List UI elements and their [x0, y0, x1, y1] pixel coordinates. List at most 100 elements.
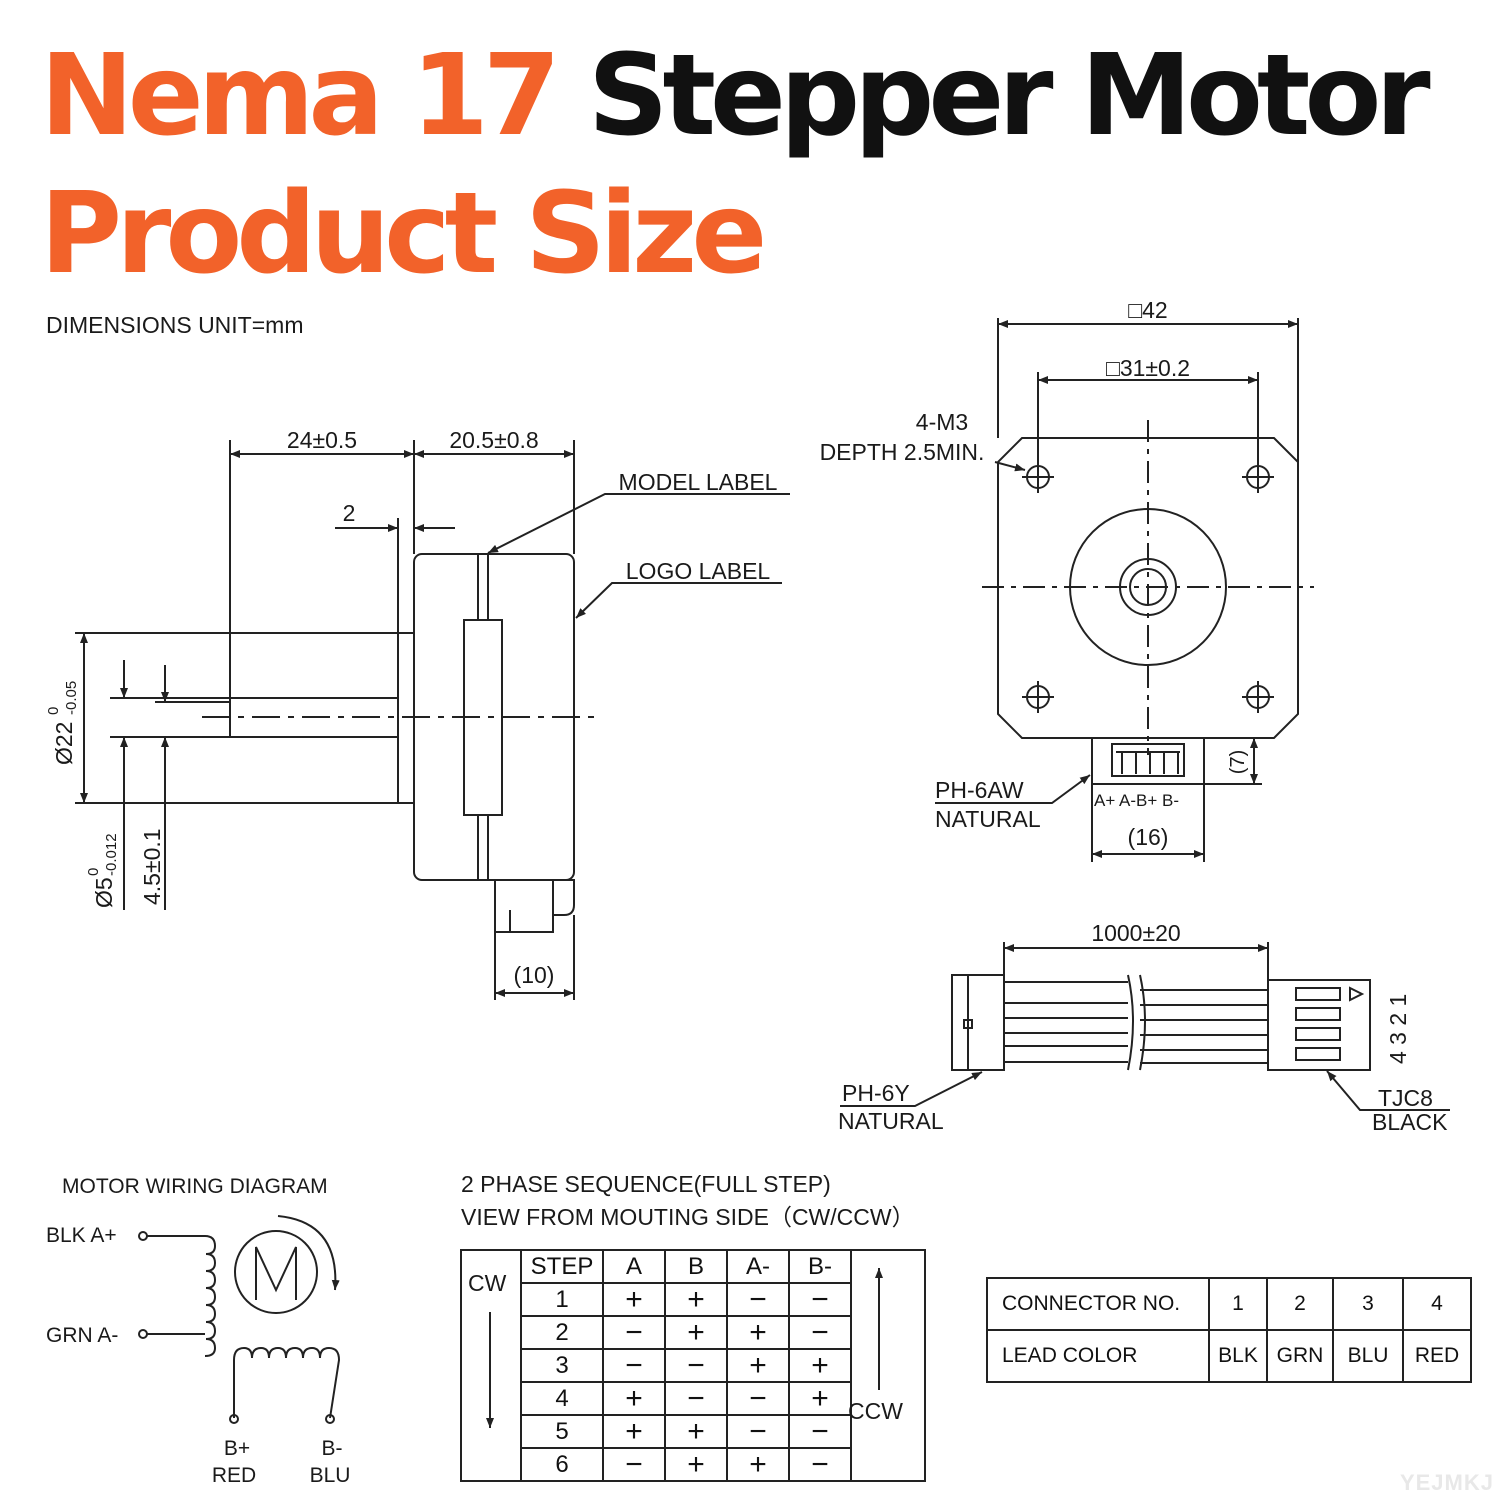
ccw-label: CCW [848, 1398, 903, 1424]
seq-header: B [664, 1249, 728, 1284]
wire-blk: BLK A+ [46, 1224, 117, 1247]
seq-phase-value: + [726, 1348, 790, 1383]
seq-header: B- [788, 1249, 852, 1284]
title-product-size: Product Size [40, 169, 767, 299]
seq-phase-value: − [602, 1447, 666, 1482]
seq-phase-value: − [726, 1282, 790, 1317]
left-connector-type: PH-6Y [842, 1080, 910, 1106]
mounting-holes [1022, 461, 1274, 713]
holes-note-2: DEPTH 2.5MIN. [820, 439, 985, 465]
side-view [75, 440, 790, 1000]
seq-phase-value: + [726, 1315, 790, 1350]
dim-boss-diameter-tol-lower: -0.05 [63, 681, 80, 715]
dim-connector-height: (7) [1227, 750, 1249, 774]
dim-shaft-length: 24±0.5 [287, 427, 357, 453]
seq-row: 3−−++ [461, 1348, 925, 1383]
wiring-title: MOTOR WIRING DIAGRAM [62, 1175, 328, 1198]
right-connector-type: TJC8 [1378, 1085, 1433, 1111]
title-line-1: Nema 17 Stepper Motor [40, 40, 1431, 152]
connector-number: 1 [1208, 1277, 1268, 1331]
seq-step-number: 1 [520, 1282, 604, 1317]
dim-boss-diameter: Ø22 [51, 722, 77, 765]
dim-shaft-diameter-group: Ø5 0 -0.012 [85, 833, 120, 908]
seq-row: 1++−− [461, 1282, 925, 1317]
dim-boss-diameter-tol-upper: 0 [45, 707, 62, 715]
lead-color: RED [1402, 1329, 1472, 1383]
seq-step-number: 5 [520, 1414, 604, 1449]
wire-b-minus-color: BLU [310, 1464, 351, 1487]
seq-phase-value: − [664, 1348, 728, 1383]
seq-step-number: 3 [520, 1348, 604, 1383]
dim-body-square: □42 [1128, 297, 1167, 323]
seq-phase-value: − [664, 1381, 728, 1416]
right-connector-color: BLACK [1372, 1109, 1448, 1135]
conn-row-label: CONNECTOR NO. [986, 1277, 1210, 1331]
connector-number: 4 [1402, 1277, 1472, 1331]
ccw-column [850, 1249, 926, 1482]
dim-connector: (10) [514, 962, 555, 988]
dim-flat: 4.5±0.1 [139, 828, 165, 905]
connector-type: PH-6AW [935, 777, 1024, 803]
dim-boss-diameter-group: Ø22 0 -0.05 [45, 681, 80, 765]
label-logo: LOGO LABEL [626, 558, 771, 584]
cable-assembly [840, 942, 1450, 1111]
seq-phase-value: + [726, 1447, 790, 1482]
connector-color: NATURAL [935, 806, 1041, 832]
seq-header: STEP [520, 1249, 604, 1284]
title-line-2: Product Size [40, 178, 767, 290]
seq-phase-value: − [602, 1315, 666, 1350]
dim-shaft-diameter-tol-upper: 0 [85, 868, 102, 876]
seq-row: 5++−− [461, 1414, 925, 1449]
seq-phase-value: + [602, 1381, 666, 1416]
connector-number: 2 [1266, 1277, 1334, 1331]
seq-row: 2−++− [461, 1315, 925, 1350]
seq-row: 6−++− [461, 1447, 925, 1482]
lead-color: BLK [1208, 1329, 1268, 1383]
wire-grn: GRN A- [46, 1324, 118, 1347]
title-nema: Nema 17 [40, 31, 561, 161]
units-note: DIMENSIONS UNIT=mm [46, 312, 304, 338]
seq-phase-value: + [602, 1282, 666, 1317]
left-connector-color: NATURAL [838, 1108, 944, 1134]
seq-phase-value: − [788, 1414, 852, 1449]
wire-b-plus: B+ [224, 1437, 250, 1460]
seq-step-number: 2 [520, 1315, 604, 1350]
watermark: YEJMKJ [1399, 1470, 1494, 1495]
dim-shaft-diameter-tol-lower: -0.012 [103, 833, 120, 876]
seq-header: A- [726, 1249, 790, 1284]
seq-phase-value: + [664, 1414, 728, 1449]
front-view [935, 318, 1314, 862]
title-stepper-motor: Stepper Motor [587, 31, 1431, 161]
dim-hole-spacing: □31±0.2 [1106, 355, 1190, 381]
lead-color: GRN [1266, 1329, 1334, 1383]
seq-step-number: 6 [520, 1447, 604, 1482]
cw-label: CW [468, 1270, 507, 1296]
label-model: MODEL LABEL [619, 469, 778, 495]
seq-header: A [602, 1249, 666, 1284]
seq-phase-value: + [664, 1447, 728, 1482]
cw-column [460, 1249, 522, 1482]
seq-phase-value: − [602, 1348, 666, 1383]
seq-phase-value: − [788, 1315, 852, 1350]
wire-b-minus: B- [322, 1437, 343, 1460]
seq-phase-value: − [788, 1447, 852, 1482]
sequence-title-1: 2 PHASE SEQUENCE(FULL STEP) [461, 1171, 831, 1197]
holes-note-1: 4-M3 [916, 409, 968, 435]
conn-row-label: LEAD COLOR [986, 1329, 1210, 1383]
cable-length: 1000±20 [1091, 920, 1180, 946]
seq-phase-value: + [664, 1282, 728, 1317]
wire-b-plus-color: RED [212, 1464, 256, 1487]
cable-pin-numbers: 4 3 2 1 [1385, 994, 1411, 1064]
seq-phase-value: − [788, 1282, 852, 1317]
seq-phase-value: + [788, 1348, 852, 1383]
connector-pins: A+ A-B+ B- [1094, 791, 1179, 810]
seq-phase-value: + [602, 1414, 666, 1449]
sequence-title-2: VIEW FROM MOUTING SIDE（CW/CCW） [461, 1204, 915, 1230]
connector-number: 3 [1332, 1277, 1404, 1331]
seq-phase-value: − [726, 1381, 790, 1416]
dim-shaft-diameter: Ø5 [91, 877, 117, 908]
lead-color: BLU [1332, 1329, 1404, 1383]
